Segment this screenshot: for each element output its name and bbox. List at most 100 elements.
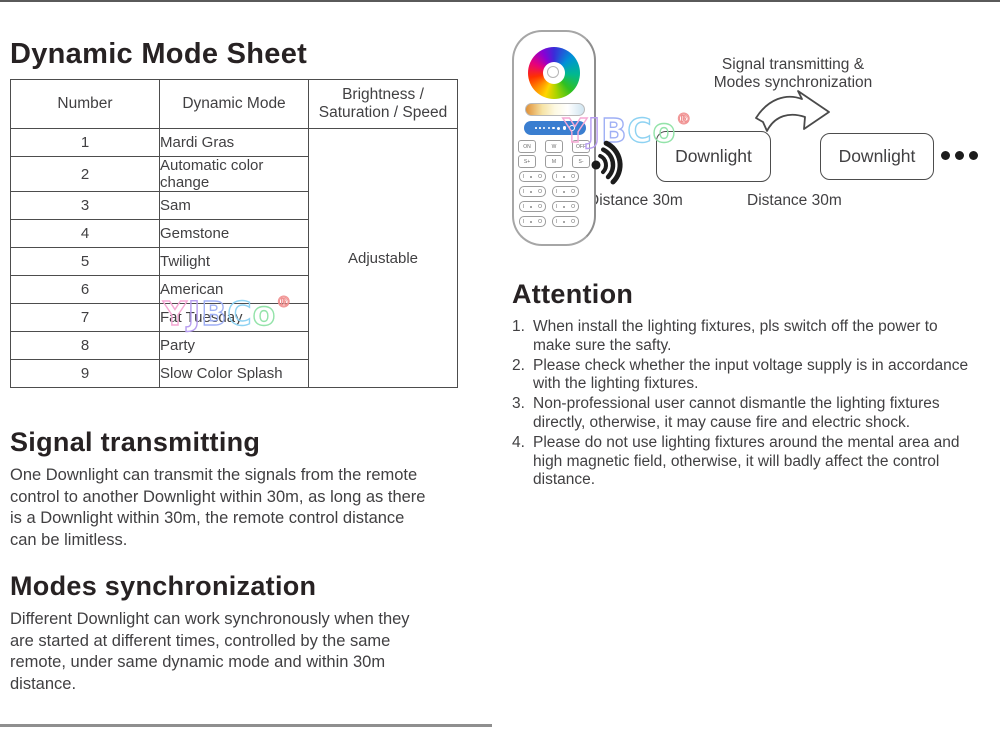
mode-name: Slow Color Splash [159,359,309,388]
watermark-letter: J [187,293,202,333]
modes-sync-title: Modes synchronization [10,571,317,601]
speed-bar-icon [524,121,586,135]
on-button: ON [518,140,536,153]
adjustable-cell: Adjustable [308,128,458,388]
mode-name: Gemstone [159,219,309,248]
mode-number: 4 [10,219,160,248]
diagram-caption: Signal transmitting & Modes synchronizat… [688,56,898,92]
signal-transmitting-body: One Downlight can transmit the signals f… [10,466,426,549]
mode-button: M [545,155,563,168]
watermark-letter: o [252,293,277,333]
dynamic-mode-table: Number Dynamic Mode Brightness / Saturat… [10,79,458,388]
watermark-letter: C [627,110,653,150]
mode-number: 7 [10,303,160,332]
watermark-letter: Y [162,293,188,333]
mode-name: Mardi Gras [159,128,309,157]
mode-name: American [159,275,309,304]
table-row: 1 Mardi Gras Adjustable [10,128,458,388]
downlight-box-1: Downlight [656,131,771,182]
attention-list: 1. When install the lighting fixtures, p… [512,318,1000,491]
watermark-letter: C [227,293,253,333]
yjbco-watermark: YJBCo® [162,293,293,334]
attention-title: Attention [512,279,634,309]
downlight-label: Downlight [838,146,916,166]
mode-name: Automatic color change [159,156,309,192]
mode-number: 8 [10,331,160,360]
mode-number: 6 [10,275,160,304]
mode-number: 9 [10,359,160,388]
sync-arrow-icon [755,90,830,132]
mode-number: 3 [10,191,160,220]
attention-item: 2. Please check whether the input voltag… [512,357,1000,395]
item-number: 4. [512,433,525,451]
bottom-divider [0,724,492,727]
item-number: 3. [512,395,525,413]
speed-plus-button: S+ [518,155,536,168]
attention-item: 1. When install the lighting fixtures, p… [512,318,1000,356]
distance-label-2: Distance 30m [747,192,842,209]
downlight-box-2: Downlight [820,133,934,180]
white-button: W [545,140,563,153]
distance-label-1: Distance 30m [588,192,683,209]
watermark-letter: o [652,110,677,150]
col-header-adjust: Brightness / Saturation / Speed [308,79,458,129]
color-wheel-icon [528,47,580,99]
item-text: Please do not use lighting fixtures arou… [533,433,960,489]
modes-sync-body: Different Downlight can work synchronous… [10,610,410,693]
mode-name: Sam [159,191,309,220]
off-button: OFF [572,140,590,153]
table-header-row: Number Dynamic Mode Brightness / Saturat… [10,79,458,129]
attention-item: 4. Please do not use lighting fixtures a… [512,434,1000,490]
speed-minus-button: S- [572,155,590,168]
item-number: 1. [512,318,525,335]
caption-line-2: Modes synchronization [713,74,873,91]
color-wheel-center [543,62,565,84]
caption-line-1: Signal transmitting & [721,56,865,73]
watermark-letter: B [200,293,228,333]
downlight-label: Downlight [675,146,752,166]
mode-number: 5 [10,247,160,276]
col-header-mode: Dynamic Mode [159,79,309,129]
item-number: 2. [512,356,525,374]
page-title: Dynamic Mode Sheet [10,38,308,70]
registered-mark-icon: ® [276,293,293,312]
item-text: Non-professional user cannot dismantle t… [533,395,940,431]
mode-name: Party [159,331,309,360]
top-divider [0,0,1000,2]
col-header-number: Number [10,79,160,129]
registered-mark-icon: ® [676,110,693,129]
mode-number: 1 [10,128,160,157]
mode-name: Twilight [159,247,309,276]
color-wheel-hub-icon [547,66,559,78]
power-button-row: ON W OFF [518,140,590,153]
item-text: When install the lighting fixtures, pls … [533,318,938,354]
attention-item: 3. Non-professional user cannot dismantl… [512,395,1000,433]
rf-signal-icon [591,140,623,185]
item-text: Please check whether the input voltage s… [533,356,969,393]
mode-number: 2 [10,156,160,192]
ellipsis-dots-icon [941,151,978,160]
watermark-letter: Y [562,110,588,150]
color-temp-bar-icon [525,103,585,116]
signal-transmitting-title: Signal transmitting [10,427,261,457]
mode-button-row: S+ M S- [518,155,590,168]
watermark-letter: J [587,110,602,150]
